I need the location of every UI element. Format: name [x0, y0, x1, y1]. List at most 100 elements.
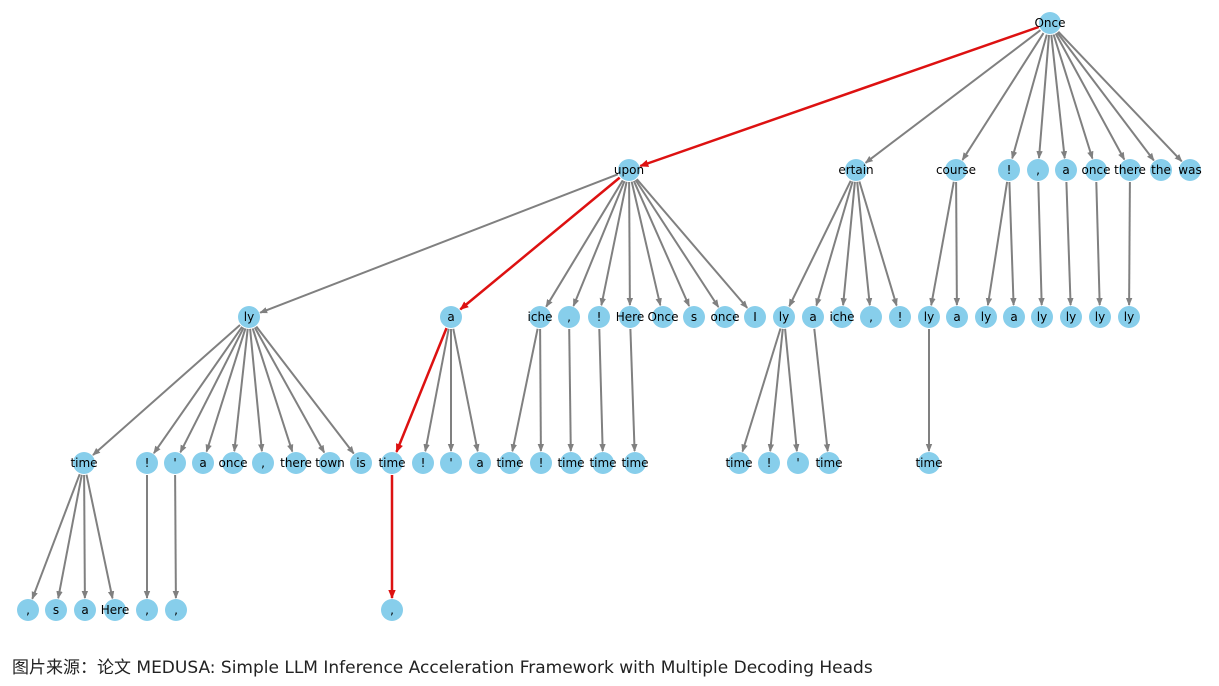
- tree-node: !: [412, 452, 434, 474]
- tree-node: ': [440, 452, 462, 474]
- tree-edge: [985, 181, 1009, 307]
- tree-node-circle: [381, 452, 403, 474]
- tree-node-label: ly: [1066, 310, 1076, 324]
- tree-node-circle: [412, 452, 434, 474]
- tree-edge: [1065, 181, 1074, 306]
- tree-node-label: a: [476, 456, 483, 470]
- tree-node: ly: [975, 306, 997, 328]
- tree-node: ,: [136, 599, 158, 621]
- tree-node-circle: [1027, 159, 1049, 181]
- tree-node-label: ly: [1037, 310, 1047, 324]
- tree-node-circle: [136, 452, 158, 474]
- tree-node-label: Here: [616, 310, 644, 324]
- tree-edge: [599, 181, 628, 307]
- tree-node: !: [998, 159, 1020, 181]
- tree-edge: [423, 328, 450, 453]
- tree-node: was: [1178, 159, 1202, 181]
- tree-node-label: !: [421, 456, 426, 470]
- tree-node-circle: [845, 159, 867, 181]
- tree-node-label: is: [356, 456, 366, 470]
- tree-edge: [953, 181, 961, 306]
- tree-node: ,: [381, 599, 403, 621]
- tree-node: ly: [1118, 306, 1140, 328]
- tree-node-circle: [1089, 306, 1111, 328]
- tree-node-label: there: [280, 456, 312, 470]
- tree-node: time: [378, 452, 406, 474]
- tree-node-circle: [136, 599, 158, 621]
- tree-edge: [598, 328, 606, 452]
- tree-node-label: Once: [1034, 16, 1065, 30]
- tree-node-label: town: [315, 456, 344, 470]
- tree-node-label: I: [753, 310, 757, 324]
- tree-edge: [253, 327, 326, 454]
- tree-edge: [1057, 31, 1183, 163]
- tree-node-label: a: [809, 310, 816, 324]
- tree-node-circle: [787, 452, 809, 474]
- tree-edge: [815, 181, 854, 307]
- tree-node: Once: [1034, 12, 1066, 34]
- tree-node-circle: [1118, 306, 1140, 328]
- tree-node: iche: [528, 306, 553, 328]
- tree-node-label: time: [815, 456, 842, 470]
- tree-node: s: [45, 599, 67, 621]
- tree-edge: [813, 328, 831, 453]
- tree-node: time: [621, 452, 649, 474]
- tree-node-label: a: [1062, 163, 1069, 177]
- tree-node-label: ly: [1124, 310, 1134, 324]
- tree-node-label: time: [589, 456, 616, 470]
- tree-node-circle: [1150, 159, 1172, 181]
- tree-edge: [251, 328, 294, 453]
- tree-node-circle: [728, 452, 750, 474]
- tree-node: ,: [1027, 159, 1049, 181]
- tree-node: ertain: [838, 159, 874, 181]
- tree-node-label: iche: [830, 310, 855, 324]
- tree-node-circle: [758, 452, 780, 474]
- tree-node: a: [1055, 159, 1077, 181]
- tree-node-label: ,: [1036, 163, 1040, 177]
- tree-node-circle: [440, 306, 462, 328]
- tree-edge: [1095, 181, 1103, 306]
- tree-edge: [1056, 31, 1155, 162]
- tree-edge: [1011, 34, 1048, 160]
- tree-edge: [864, 29, 1042, 164]
- tree-node-label: Here: [101, 603, 129, 617]
- tree-node: time: [70, 452, 98, 474]
- tree-edge: [840, 181, 856, 307]
- tree-edge: [1054, 33, 1126, 161]
- tree-node-circle: [1085, 159, 1107, 181]
- tree-node-label: ': [796, 456, 799, 470]
- tree-node-label: ly: [981, 310, 991, 324]
- tree-node-label: ly: [924, 310, 934, 324]
- tree-node: a: [946, 306, 968, 328]
- tree-node-label: ,: [567, 310, 571, 324]
- tree-node: ': [787, 452, 809, 474]
- tree-edge: [858, 181, 898, 307]
- tree-edge: [452, 328, 480, 453]
- tree-node-circle: [889, 306, 911, 328]
- tree-node-circle: [975, 306, 997, 328]
- tree-edge: [81, 474, 89, 599]
- tree-node-label: once: [1082, 163, 1111, 177]
- tree-edge: [31, 473, 81, 600]
- tree-edge: [1008, 181, 1017, 306]
- tree-node: there: [280, 452, 312, 474]
- tree-node-label: ': [173, 456, 176, 470]
- tree-node: a: [802, 306, 824, 328]
- tree-node: once: [219, 452, 247, 474]
- tree-node-label: time: [557, 456, 584, 470]
- tree-edge: [567, 328, 574, 452]
- tree-node-circle: [45, 599, 67, 621]
- tree-edge: [1036, 34, 1050, 159]
- tree-node-circle: [860, 306, 882, 328]
- tree-node-label: ,: [174, 603, 178, 617]
- tree-edge: [545, 179, 624, 308]
- tree-node-label: iche: [528, 310, 553, 324]
- tree-node-circle: [652, 306, 674, 328]
- tree-node: a: [440, 306, 462, 328]
- tree-node-label: a: [199, 456, 206, 470]
- tree-node-label: !: [767, 456, 772, 470]
- tree-node-label: Once: [647, 310, 678, 324]
- tree-node-label: ,: [145, 603, 149, 617]
- tree-node-circle: [530, 452, 552, 474]
